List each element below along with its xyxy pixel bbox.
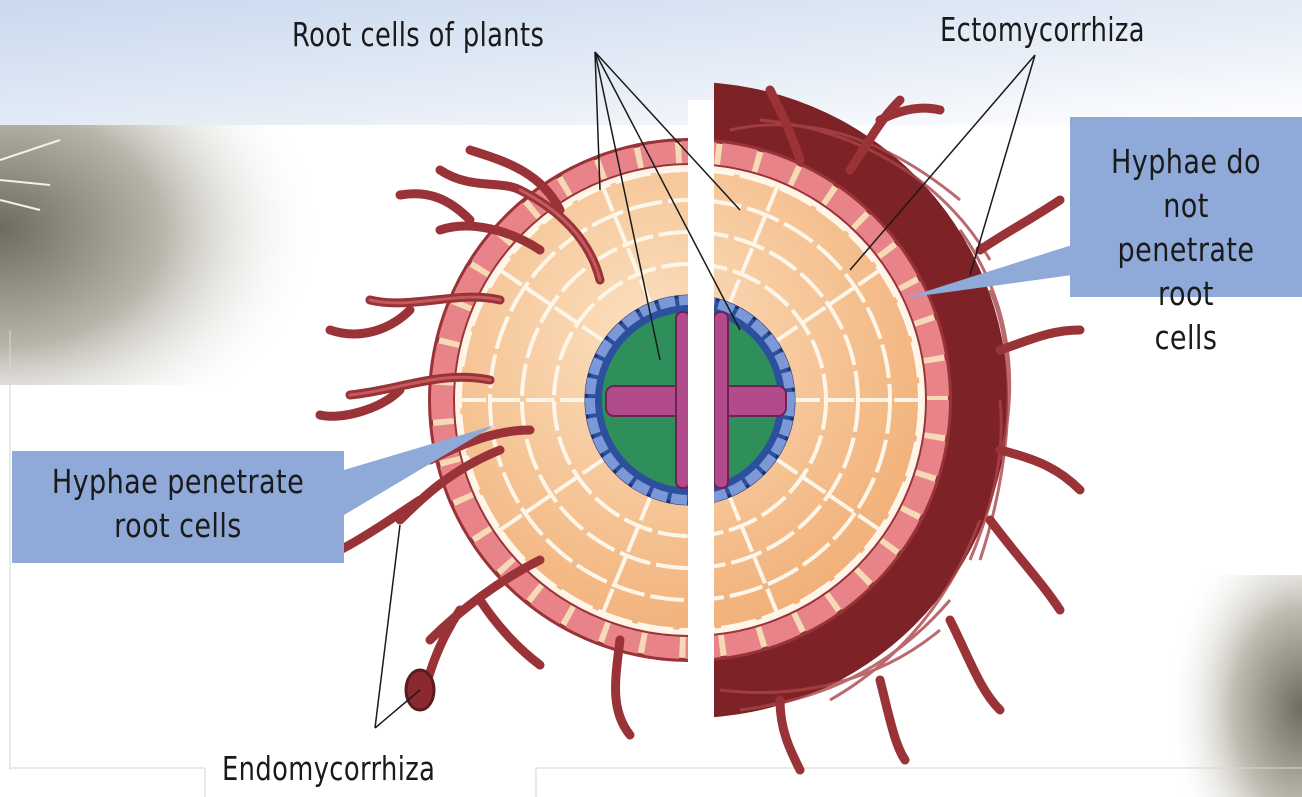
callout-no-penetrate-text: Hyphae do not penetrate root cells (1070, 140, 1302, 360)
label-root-cells: Root cells of plants (292, 18, 544, 51)
callout-penetrate-line-2: root cells (42, 504, 314, 548)
callout-penetrate-line-1: Hyphae penetrate (42, 460, 314, 504)
callout-no-penetrate-line-2: penetrate root (1091, 228, 1281, 316)
label-endomycorrhiza: Endomycorrhiza (222, 752, 435, 785)
background-shade-right (1150, 575, 1302, 797)
label-ectomycorrhiza: Ectomycorrhiza (940, 13, 1145, 46)
callout-no-penetrate-line-3: cells (1091, 316, 1281, 360)
section-split (688, 100, 714, 740)
callout-penetrate-text: Hyphae penetrate root cells (12, 460, 344, 548)
background-shade-left (0, 125, 360, 385)
callout-no-penetrate-line-1: Hyphae do not (1091, 140, 1281, 228)
